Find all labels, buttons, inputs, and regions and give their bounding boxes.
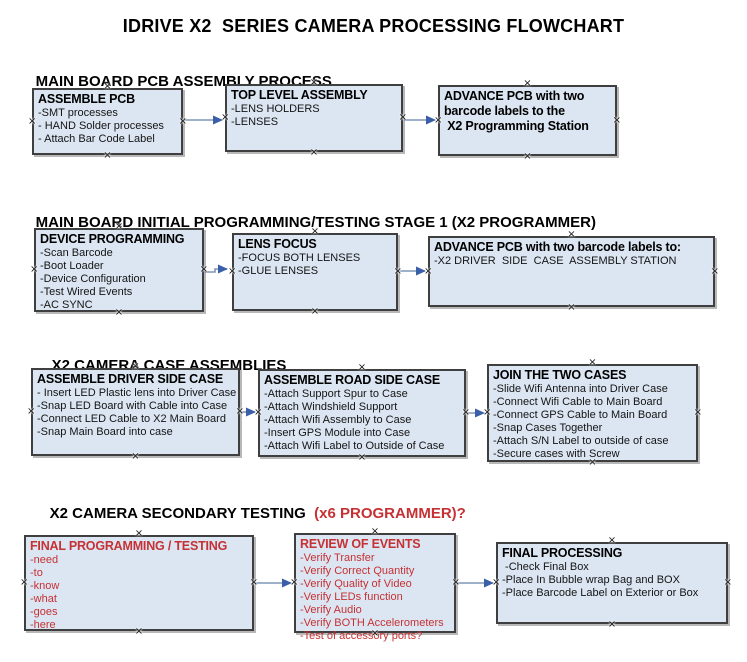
box-item: -Attach S/N Label to outside of case xyxy=(493,435,669,447)
box-item: -need xyxy=(30,554,59,566)
section-header-secondary-testing: X2 CAMERA SECONDARY TESTING (x6 PROGRAMM… xyxy=(33,488,466,539)
box-item: -Snap LED Board with Cable into Case xyxy=(37,400,228,412)
box-item: -X2 DRIVER SIDE CASE ASSEMBLY STATION xyxy=(434,255,677,267)
box-item: -Test Wired Events xyxy=(40,286,133,298)
box-title: FINAL PROGRAMMING / TESTING xyxy=(30,539,228,553)
box-item: -Verify Correct Quantity xyxy=(300,565,415,577)
page-title: IDRIVE X2 SERIES CAMERA PROCESSING FLOWC… xyxy=(122,16,625,36)
box-item: -Snap Main Board into case xyxy=(37,426,173,438)
box-item: -AC SYNC xyxy=(40,299,93,311)
box-item: - HAND Solder processes xyxy=(38,120,164,132)
box-item: - Insert LED Plastic lens into Driver Ca… xyxy=(37,387,237,399)
flow-box-lens-focus[interactable]: LENS FOCUS -FOCUS BOTH LENSES -GLUE LENS… xyxy=(228,227,402,317)
flow-box-assemble-driver-side-case[interactable]: ASSEMBLE DRIVER SIDE CASE - Insert LED P… xyxy=(27,362,244,462)
box-title: DEVICE PROGRAMMING xyxy=(40,232,185,246)
flow-box-assemble-pcb[interactable]: ASSEMBLE PCB -SMT processes - HAND Solde… xyxy=(28,82,187,161)
box-item: -to xyxy=(30,567,43,579)
box-item: -Attach Wifi Label to Outside of Case xyxy=(264,440,445,452)
flow-box-final-processing[interactable]: FINAL PROCESSING -Check Final Box -Place… xyxy=(492,536,732,630)
box-title: FINAL PROCESSING xyxy=(502,546,623,560)
box-item: -Slide Wifi Antenna into Driver Case xyxy=(493,383,668,395)
box-title: ASSEMBLE ROAD SIDE CASE xyxy=(264,373,440,387)
box-title: ASSEMBLE PCB xyxy=(38,92,135,106)
box-item: -what xyxy=(30,593,57,605)
box-item: -SMT processes xyxy=(38,107,118,119)
flow-box-join-the-two-cases[interactable]: JOIN THE TWO CASES -Slide Wifi Antenna i… xyxy=(483,358,702,468)
box-title: ASSEMBLE DRIVER SIDE CASE xyxy=(37,372,224,386)
flow-box-top-level-assembly[interactable]: TOP LEVEL ASSEMBLY -LENS HOLDERS -LENSES… xyxy=(221,78,407,158)
section-header-text: X2 CAMERA SECONDARY TESTING xyxy=(49,505,310,522)
flow-box-review-of-events[interactable]: REVIEW OF EVENTS -Verify Transfer -Verif… xyxy=(290,527,460,643)
box-item: -Snap Cases Together xyxy=(493,422,603,434)
box-item: -Place In Bubble wrap Bag and BOX xyxy=(502,574,680,586)
flow-box-assemble-road-side-case[interactable]: ASSEMBLE ROAD SIDE CASE -Attach Support … xyxy=(254,363,470,463)
box-item: -Connect Wifi Cable to Main Board xyxy=(493,396,663,408)
box-item: -Verify Transfer xyxy=(300,552,375,564)
box-item: -Connect GPS Cable to Main Board xyxy=(493,409,668,421)
box-item: -here xyxy=(30,619,56,631)
box-item: -Verify Audio xyxy=(300,604,362,616)
box-item: -Verify Quality of Video xyxy=(300,578,412,590)
flow-box-advance-pcb-to-driver-side-station[interactable]: ADVANCE PCB with two barcode labels to: … xyxy=(424,230,719,313)
box-item: -FOCUS BOTH LENSES xyxy=(238,252,361,264)
box-title: REVIEW OF EVENTS xyxy=(300,537,421,551)
box-item: -Place Barcode Label on Exterior or Box xyxy=(502,587,699,599)
flow-box-final-programming-testing[interactable]: FINAL PROGRAMMING / TESTING -need -to -k… xyxy=(20,529,258,637)
box-item: -Attach Windshield Support xyxy=(264,401,398,413)
flow-arrow[interactable] xyxy=(204,264,228,274)
box-item: -Connect LED Cable to X2 Main Board xyxy=(37,413,226,425)
box-item: -LENSES xyxy=(231,116,279,128)
section-header-initial-programming: MAIN BOARD INITIAL PROGRAMMING/TESTING S… xyxy=(19,197,596,248)
section-header-pcb-assembly: MAIN BOARD PCB ASSEMBLY PROCESS xyxy=(19,56,332,107)
flow-box-advance-pcb-to-programming-station[interactable]: ADVANCE PCB with two barcode labels to t… xyxy=(434,79,621,162)
box-item: -Scan Barcode xyxy=(40,247,113,259)
section-header-text: MAIN BOARD INITIAL PROGRAMMING/TESTING S… xyxy=(35,214,596,231)
section-header-text: MAIN BOARD PCB ASSEMBLY PROCESS xyxy=(35,73,332,90)
box-item: -goes xyxy=(30,606,58,618)
box-item: -Attach Wifi Assembly to Case xyxy=(264,414,412,426)
box-item: -Verify BOTH Accelerometers xyxy=(300,617,444,629)
box-title: ADVANCE PCB with two barcode labels to: xyxy=(434,240,681,254)
box-item: -Secure cases with Screw xyxy=(493,448,620,460)
box-title: ADVANCE PCB with two barcode labels to t… xyxy=(444,89,589,133)
flow-box-device-programming[interactable]: DEVICE PROGRAMMING -Scan Barcode -Boot L… xyxy=(30,222,208,318)
box-item: -know xyxy=(30,580,60,592)
box-item: -Attach Support Spur to Case xyxy=(264,388,408,400)
box-item: -Test of accessory ports? xyxy=(300,630,423,642)
box-item: -LENS HOLDERS xyxy=(231,103,320,115)
box-title: TOP LEVEL ASSEMBLY xyxy=(231,88,368,102)
box-item: -Insert GPS Module into Case xyxy=(264,427,411,439)
section-header-red-suffix: (x6 PROGRAMMER)? xyxy=(309,505,466,522)
box-title: JOIN THE TWO CASES xyxy=(493,368,627,382)
box-item: -GLUE LENSES xyxy=(238,265,319,277)
box-item: -Device Configuration xyxy=(40,273,146,285)
box-item: -Verify LEDs function xyxy=(300,591,403,603)
box-item: -Check Final Box xyxy=(502,561,589,573)
box-title: LENS FOCUS xyxy=(238,237,317,251)
box-item: -Boot Loader xyxy=(40,260,104,272)
box-item: - Attach Bar Code Label xyxy=(38,133,155,145)
